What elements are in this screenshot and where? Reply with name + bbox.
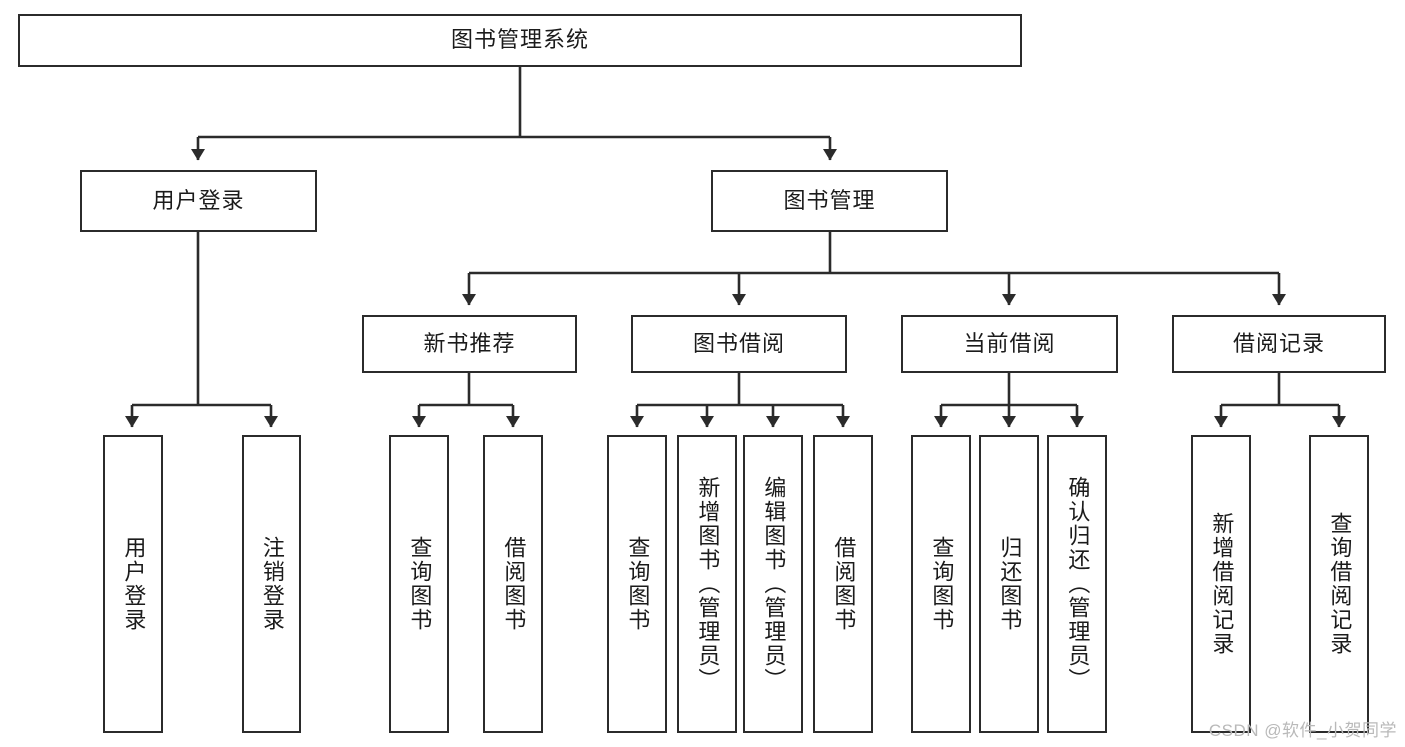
leaf-return-book[interactable]: 归还图书	[979, 435, 1039, 733]
leaf-confirm-return[interactable]: 确认归还（管理员）	[1047, 435, 1107, 733]
node-label: 用户登录	[121, 536, 147, 632]
node-label: 当前借阅	[963, 330, 1056, 356]
node-current-borrow[interactable]: 当前借阅	[901, 315, 1118, 373]
node-label: 借阅图书	[501, 536, 527, 632]
node-label: 新增图书（管理员）	[695, 476, 721, 692]
leaf-add-book[interactable]: 新增图书（管理员）	[677, 435, 737, 733]
node-label: 新增借阅记录	[1209, 512, 1235, 656]
node-user-login[interactable]: 用户登录	[80, 170, 317, 232]
node-label: 注销登录	[259, 536, 285, 632]
node-new-book-recommend[interactable]: 新书推荐	[362, 315, 577, 373]
node-label: 图书借阅	[692, 330, 785, 356]
node-label: 确认归还（管理员）	[1065, 476, 1091, 692]
node-book-borrow[interactable]: 图书借阅	[631, 315, 847, 373]
leaf-borrow-book[interactable]: 借阅图书	[813, 435, 873, 733]
node-label: 用户登录	[152, 187, 245, 213]
node-label: 图书管理系统	[450, 27, 589, 53]
node-label: 查询借阅记录	[1327, 512, 1353, 656]
node-label: 借阅记录	[1232, 330, 1325, 356]
node-label: 图书管理	[783, 187, 876, 213]
node-label: 查询图书	[407, 536, 433, 632]
node-book-manage[interactable]: 图书管理	[711, 170, 948, 232]
node-root-system[interactable]: 图书管理系统	[18, 14, 1022, 67]
leaf-query-book-current[interactable]: 查询图书	[911, 435, 971, 733]
leaf-query-borrow-record[interactable]: 查询借阅记录	[1309, 435, 1369, 733]
leaf-query-book-borrow[interactable]: 查询图书	[607, 435, 667, 733]
node-label: 新书推荐	[423, 330, 516, 356]
node-borrow-record[interactable]: 借阅记录	[1172, 315, 1386, 373]
node-label: 借阅图书	[831, 536, 857, 632]
node-label: 归还图书	[997, 536, 1023, 632]
leaf-borrow-book-recommend[interactable]: 借阅图书	[483, 435, 543, 733]
leaf-user-login[interactable]: 用户登录	[103, 435, 163, 733]
leaf-add-borrow-record[interactable]: 新增借阅记录	[1191, 435, 1251, 733]
node-label: 编辑图书（管理员）	[761, 476, 787, 692]
leaf-logout[interactable]: 注销登录	[242, 435, 301, 733]
leaf-edit-book[interactable]: 编辑图书（管理员）	[743, 435, 803, 733]
leaf-query-book-recommend[interactable]: 查询图书	[389, 435, 449, 733]
node-label: 查询图书	[929, 536, 955, 632]
node-label: 查询图书	[625, 536, 651, 632]
